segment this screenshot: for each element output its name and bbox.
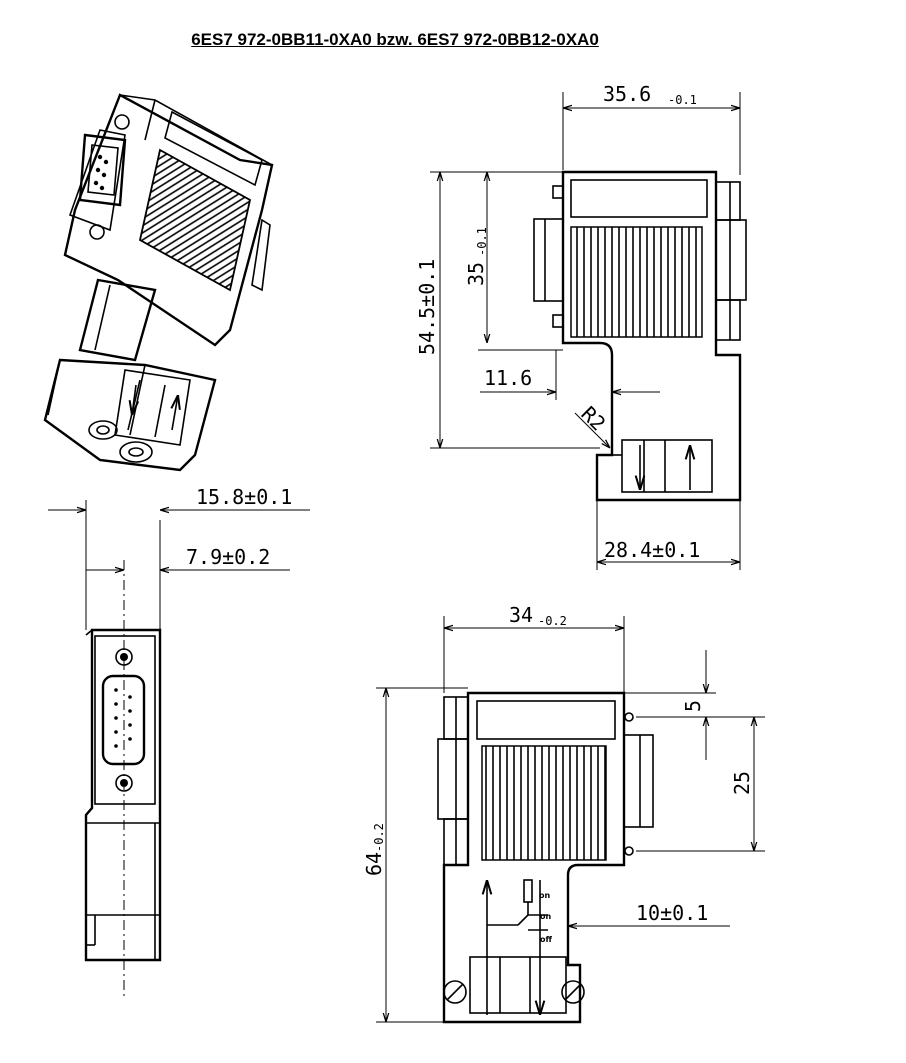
dim-side-half-depth: 7.9±0.2 <box>186 545 270 569</box>
dim-front-height: 64 <box>362 852 386 876</box>
switch-label-top: on <box>539 891 550 900</box>
dim-screw-offset: 5 <box>681 700 705 712</box>
dim-upper-height: 35 <box>464 262 488 286</box>
dsub-pins-iso <box>93 154 109 191</box>
front-view: on on off <box>437 691 654 1024</box>
dim-front-height-tol: -0.2 <box>372 823 386 852</box>
dim-front-width-tol: -0.2 <box>538 614 567 628</box>
dim-upper-height-tol: -0.1 <box>475 227 489 256</box>
dim-radius: R2 <box>576 402 610 436</box>
dim-top-width-tol: -0.1 <box>668 93 697 107</box>
dims-narrow: 15.8±0.1 7.9±0.2 <box>48 485 310 630</box>
dim-front-width: 34 <box>509 603 533 627</box>
narrow-view <box>84 560 162 1000</box>
dim-switch-offset: 10±0.1 <box>636 901 708 925</box>
dim-top-width: 35.6 <box>603 82 651 106</box>
dim-bottom-width: 28.4±0.1 <box>604 538 700 562</box>
dsub-pins-front <box>114 688 132 748</box>
isometric-view <box>43 93 274 472</box>
dim-overall-height: 54.5±0.1 <box>415 259 439 355</box>
switch-label-on: on <box>540 912 551 921</box>
dims-front: 34 -0.2 64 -0.2 5 25 10±0.1 <box>362 603 765 1023</box>
side-view-upper <box>533 170 747 502</box>
dim-screw-spacing: 25 <box>730 771 754 795</box>
dim-step-offset: 11.6 <box>484 366 532 390</box>
dim-side-depth: 15.8±0.1 <box>196 485 292 509</box>
page-title: 6ES7 972-0BB11-0XA0 bzw. 6ES7 972-0BB12-… <box>191 30 599 49</box>
switch-label-off: off <box>540 935 552 944</box>
